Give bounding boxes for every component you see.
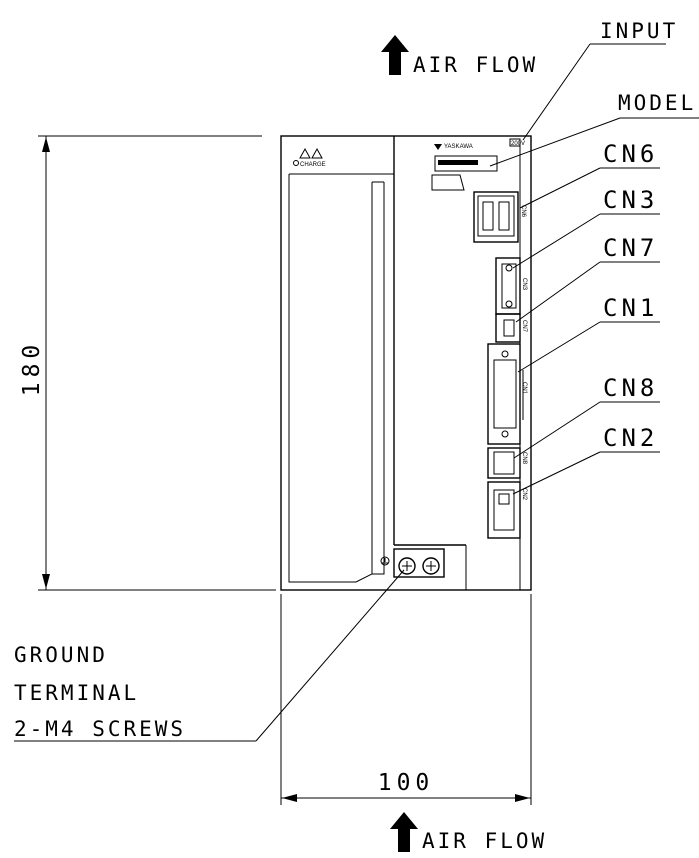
leader-lines <box>14 43 699 742</box>
input-label: INPUT <box>600 19 678 43</box>
callout-labels: INPUT MODEL CN6 CN3 CN7 CN1 CN8 CN2 GROU… <box>14 19 696 741</box>
width-value: 100 <box>378 770 435 796</box>
model-label: MODEL <box>618 91 696 115</box>
cn7-tag: CN7 <box>521 320 527 333</box>
cn8-tag: CN8 <box>521 452 527 465</box>
height-value: 180 <box>19 340 45 397</box>
air-flow-top: AIR FLOW <box>381 35 538 77</box>
cn1-connector: CN1 <box>487 343 527 445</box>
cn6-label: CN6 <box>603 140 658 168</box>
cn7-connector: CN7 <box>495 313 527 343</box>
air-flow-bottom-label: AIR FLOW <box>422 829 547 853</box>
brand-text: YASKAWA <box>444 144 473 150</box>
screw-icon <box>422 557 440 575</box>
ground-symbol-icon <box>380 556 390 566</box>
charge-text: CHARGE <box>300 162 326 168</box>
width-dimension: 100 <box>280 594 532 805</box>
cn3-connector: CN3 <box>495 257 527 315</box>
ground-terminal <box>380 548 445 578</box>
air-flow-top-label: AIR FLOW <box>413 53 538 77</box>
cn2-connector: CN2 <box>487 481 527 539</box>
cn2-tag: CN2 <box>521 488 527 501</box>
air-flow-arrow-icon <box>390 812 418 852</box>
cn3-label: CN3 <box>603 186 658 214</box>
screw-icon <box>398 557 416 575</box>
height-dimension: 180 <box>19 135 276 591</box>
cn6-connector: CN6 <box>473 191 526 243</box>
air-flow-bottom: AIR FLOW <box>390 812 547 853</box>
ground-label-line3: 2-M4 SCREWS <box>14 717 186 741</box>
nameplate: YASKAWA 200V <box>431 138 525 191</box>
air-flow-arrow-icon <box>381 35 409 75</box>
cn1-tag: CN1 <box>521 382 527 395</box>
cn8-label: CN8 <box>603 374 658 402</box>
cn6-tag: CN6 <box>520 205 526 218</box>
cn1-label: CN1 <box>603 294 658 322</box>
ground-label-line1: GROUND <box>14 643 108 667</box>
voltage-text: 200V <box>511 141 525 147</box>
ground-label-line2: TERMINAL <box>14 681 139 705</box>
cn7-label: CN7 <box>603 234 658 262</box>
cn2-label: CN2 <box>603 424 658 452</box>
charge-indicator: CHARGE <box>293 147 326 168</box>
cn3-tag: CN3 <box>521 278 527 291</box>
cn8-connector: CN8 <box>487 447 527 479</box>
